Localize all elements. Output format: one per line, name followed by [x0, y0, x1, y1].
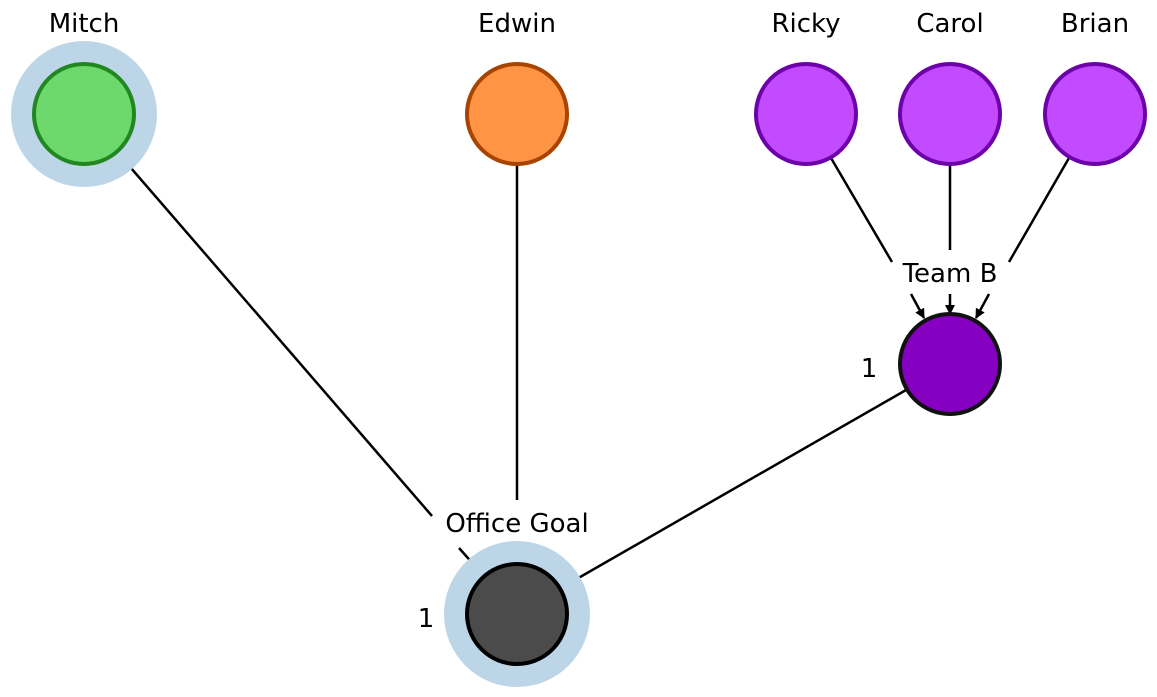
office-goal-node[interactable]	[465, 562, 569, 666]
office-goal-label: Office Goal	[445, 509, 588, 539]
edwin-node[interactable]	[465, 62, 569, 166]
carol-label: Carol	[916, 9, 983, 39]
brian-node[interactable]	[1043, 62, 1147, 166]
edge-brian-to-team-b-tip	[974, 293, 991, 319]
edge-ricky-to-team-b	[829, 157, 894, 263]
team-b-node[interactable]	[898, 312, 1002, 416]
team-b-label: Team B	[902, 259, 998, 289]
edge-brian-to-team-b	[1007, 157, 1071, 263]
mitch-node[interactable]	[32, 62, 136, 166]
carol-node[interactable]	[898, 62, 1002, 166]
edge-ricky-to-team-b-tip	[909, 293, 926, 319]
edges	[117, 152, 1071, 590]
team-b-count: 1	[861, 354, 878, 384]
office-goal-count: 1	[418, 604, 435, 634]
ricky-node[interactable]	[754, 62, 858, 166]
edge-team-b-to-office-goal	[560, 388, 907, 590]
edge-mitch-to-office-goal	[117, 152, 433, 517]
brian-label: Brian	[1061, 9, 1129, 39]
mitch-label: Mitch	[49, 9, 120, 39]
ricky-label: Ricky	[771, 9, 840, 39]
edwin-label: Edwin	[478, 9, 556, 39]
